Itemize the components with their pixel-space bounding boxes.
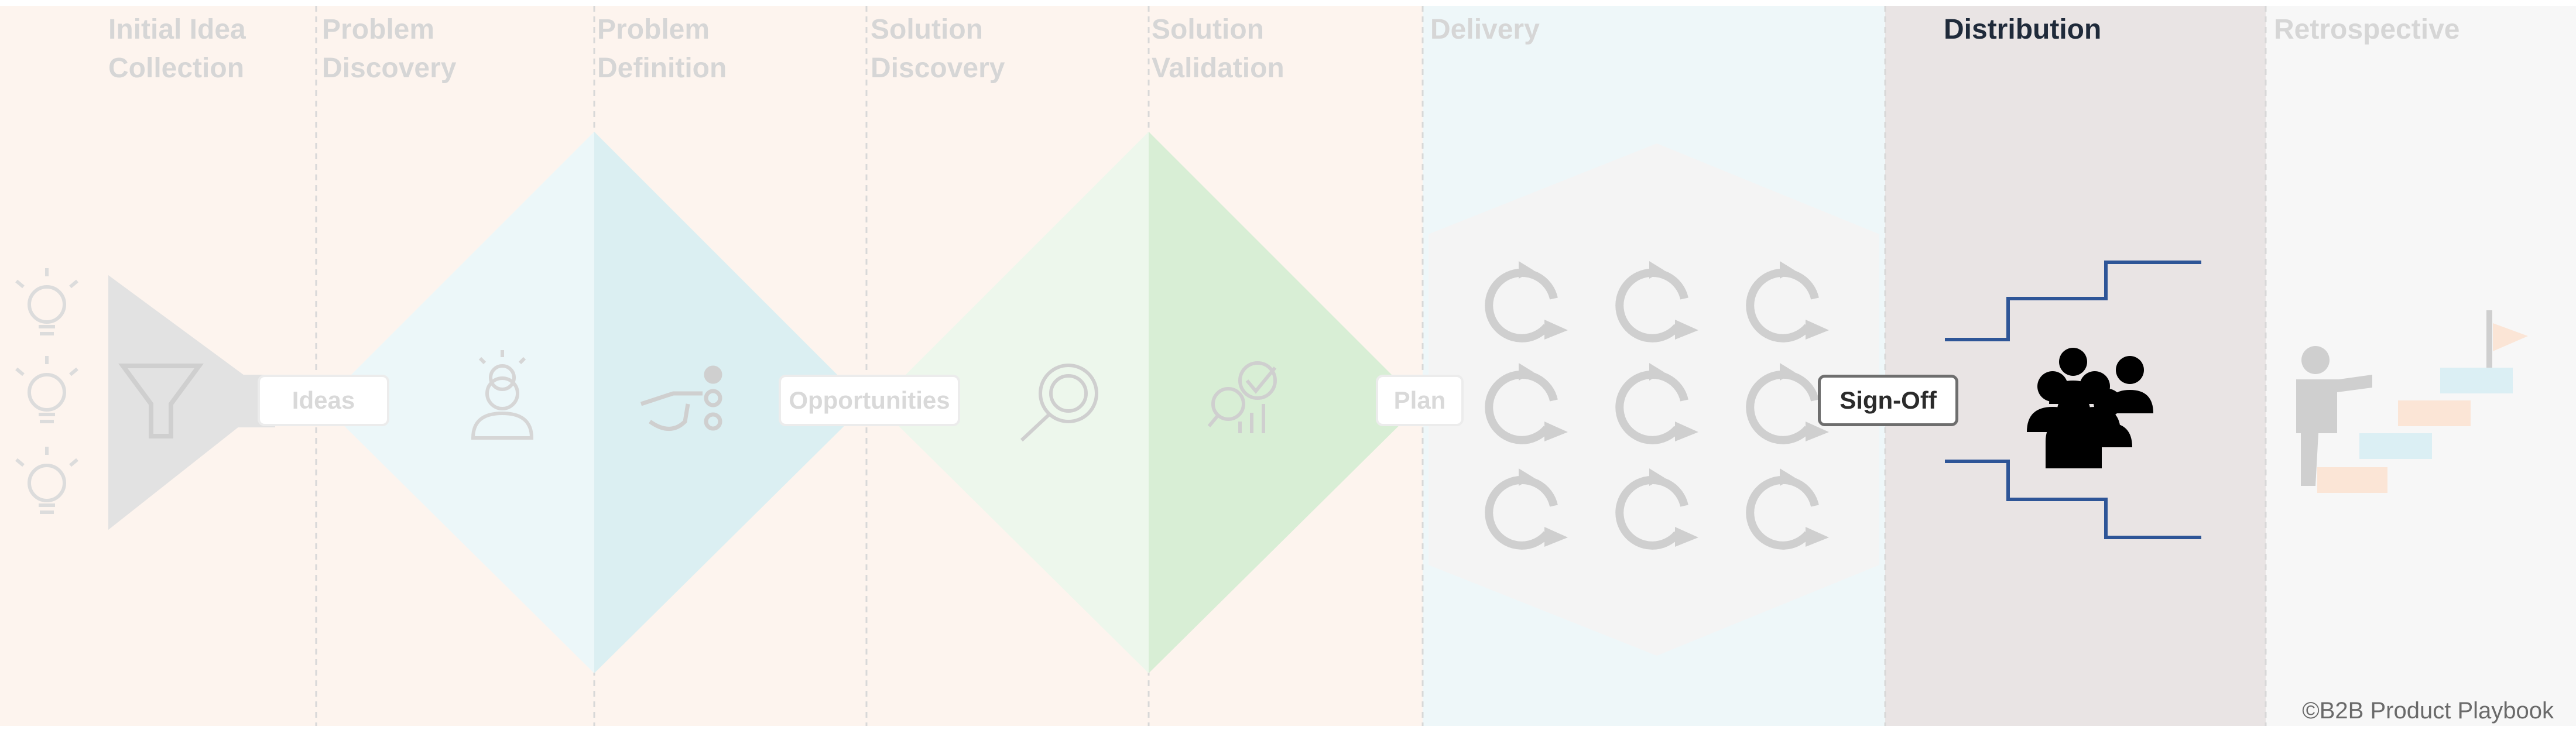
iteration-cycles bbox=[1485, 261, 1829, 550]
iteration-cycle-icon bbox=[1615, 468, 1698, 550]
phase-title-delivery: Delivery bbox=[1430, 14, 1540, 45]
problem-space-diamond-left bbox=[322, 132, 594, 673]
iteration-cycle-icon bbox=[1746, 468, 1829, 550]
iteration-cycle-icon bbox=[1615, 363, 1698, 444]
iteration-cycle-icon bbox=[1485, 363, 1568, 444]
magnifier-icon bbox=[1020, 364, 1098, 442]
steps-icon bbox=[1945, 261, 2201, 539]
lightbulb-icon bbox=[15, 356, 78, 423]
delivery-hexagon bbox=[1429, 143, 1879, 656]
solution-space-diamond-right bbox=[1149, 132, 1421, 673]
iteration-cycle-icon bbox=[1485, 261, 1568, 342]
funnel-icon bbox=[118, 364, 204, 438]
solution-space-diamond-left bbox=[876, 132, 1149, 673]
phase-title-problem-discovery: Problem Discovery bbox=[322, 14, 457, 84]
iteration-cycle-icon bbox=[1746, 363, 1829, 444]
iteration-cycle-icon bbox=[1746, 261, 1829, 342]
handoff-sign-off: Sign-Off bbox=[1818, 375, 1958, 426]
phase-title-distribution: Distribution bbox=[1944, 14, 2102, 45]
phase-title-solution-validation: Solution Validation bbox=[1152, 14, 1284, 84]
analysis-check-icon bbox=[1207, 361, 1277, 433]
problem-space-diamond-right bbox=[594, 132, 866, 673]
phase-title-solution-discovery: Solution Discovery bbox=[871, 14, 1005, 84]
person-idea-icon bbox=[471, 350, 534, 440]
phase-title-problem-definition: Problem Definition bbox=[597, 14, 727, 84]
handoff-opportunities: Opportunities bbox=[779, 375, 960, 426]
iteration-cycle-icon bbox=[1615, 261, 1698, 342]
lightbulb-icons bbox=[15, 268, 78, 514]
handoff-ideas: Ideas bbox=[258, 375, 389, 426]
phase-title-retrospective: Retrospective bbox=[2274, 14, 2460, 45]
idea-funnel-shape bbox=[108, 275, 275, 530]
iteration-cycle-icon bbox=[1485, 468, 1568, 550]
lightbulb-icon bbox=[15, 447, 78, 514]
copyright-notice: ©B2B Product Playbook bbox=[2302, 698, 2554, 724]
lightbulb-icon bbox=[15, 268, 78, 335]
people-group-icon bbox=[2027, 348, 2153, 468]
pointing-hand-icon bbox=[640, 365, 722, 431]
person-on-stairs-icon bbox=[2296, 346, 2513, 493]
handoff-plan: Plan bbox=[1376, 375, 1464, 426]
phase-title-initial-idea-collection: Initial Idea Collection bbox=[108, 14, 246, 84]
flag-icon bbox=[2486, 310, 2528, 368]
